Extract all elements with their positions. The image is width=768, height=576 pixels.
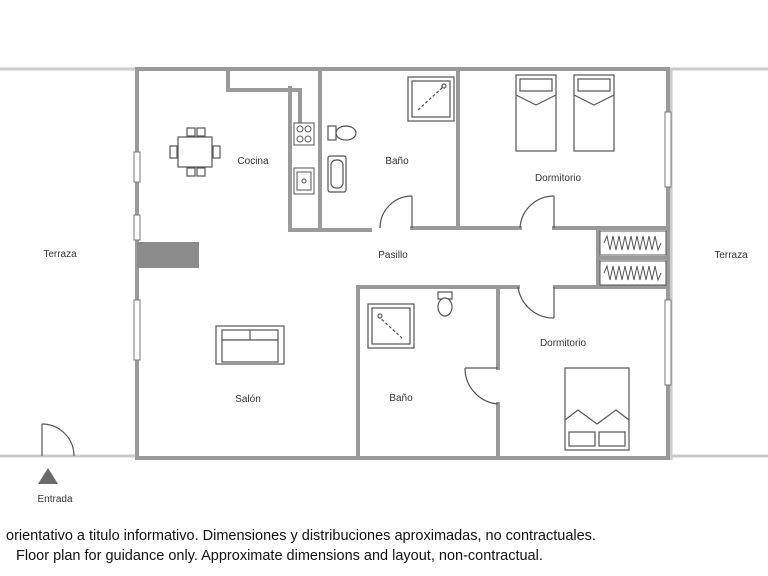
- disclaimer-spanish: orientativo a titulo informativo. Dimens…: [6, 528, 596, 544]
- floor-plan: Cocina Baño Dormitorio Pasillo Terraza T…: [0, 67, 768, 505]
- sofa-icon: [215, 325, 285, 365]
- bathtub-icon: [327, 155, 347, 193]
- kitchen-sink-icon: [293, 167, 315, 195]
- disclaimer-english: Floor plan for guidance only. Approximat…: [16, 548, 543, 564]
- windows: [133, 111, 672, 386]
- wardrobe-icon: [599, 230, 667, 256]
- wardrobe-icon: [599, 260, 667, 286]
- stove-icon: [293, 122, 315, 146]
- room-label-bath-top: Baño: [385, 156, 409, 167]
- room-label-hallway: Pasillo: [378, 250, 408, 261]
- walls: [135, 67, 670, 460]
- room-label-terrace-left: Terraza: [43, 249, 77, 260]
- doors: [41, 195, 555, 457]
- single-bed-icon: [515, 74, 557, 152]
- shower-icon: [367, 303, 415, 349]
- room-label-bath-bottom: Baño: [389, 393, 413, 404]
- dining-table-icon: [169, 127, 221, 177]
- room-label-bedroom-top: Dormitorio: [535, 173, 582, 184]
- room-label-entrance: Entrada: [37, 494, 72, 505]
- double-bed-icon: [564, 367, 630, 451]
- room-label-bedroom-bottom: Dormitorio: [540, 338, 587, 349]
- room-label-living-room: Salón: [235, 394, 261, 405]
- room-label-kitchen: Cocina: [237, 156, 269, 167]
- shower-icon: [407, 76, 455, 122]
- toilet-icon: [327, 125, 357, 141]
- single-bed-icon: [573, 74, 615, 152]
- toilet-icon: [437, 291, 453, 317]
- room-label-terrace-right: Terraza: [714, 250, 748, 261]
- entrance-arrow-icon: [38, 468, 58, 484]
- structural-column: [137, 242, 199, 268]
